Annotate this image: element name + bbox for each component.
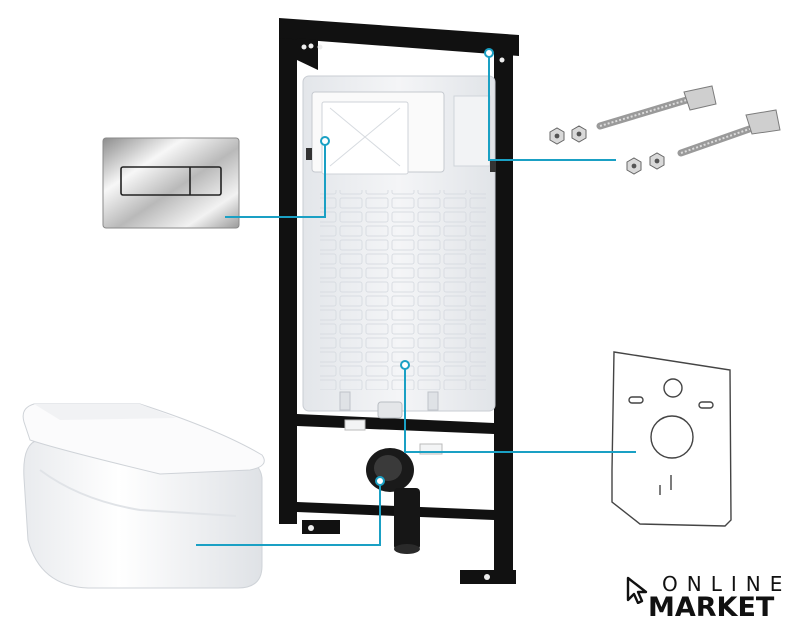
brand-line-online: ONLINE [662, 572, 792, 596]
cistern-tank [302, 75, 496, 419]
brand-logo: ONLINE MARKET [626, 572, 786, 628]
callout-markers [320, 48, 494, 486]
anchor-bolts [549, 85, 781, 175]
brand-line-market: MARKET [648, 592, 775, 623]
callout-lines [196, 53, 636, 546]
cursor-icon [626, 576, 648, 604]
toilet-bowl [22, 403, 265, 589]
sound-insulation-pad [611, 351, 732, 527]
frame-bolts [301, 43, 505, 580]
drain-pipe [344, 419, 443, 554]
flush-plate [102, 137, 240, 229]
